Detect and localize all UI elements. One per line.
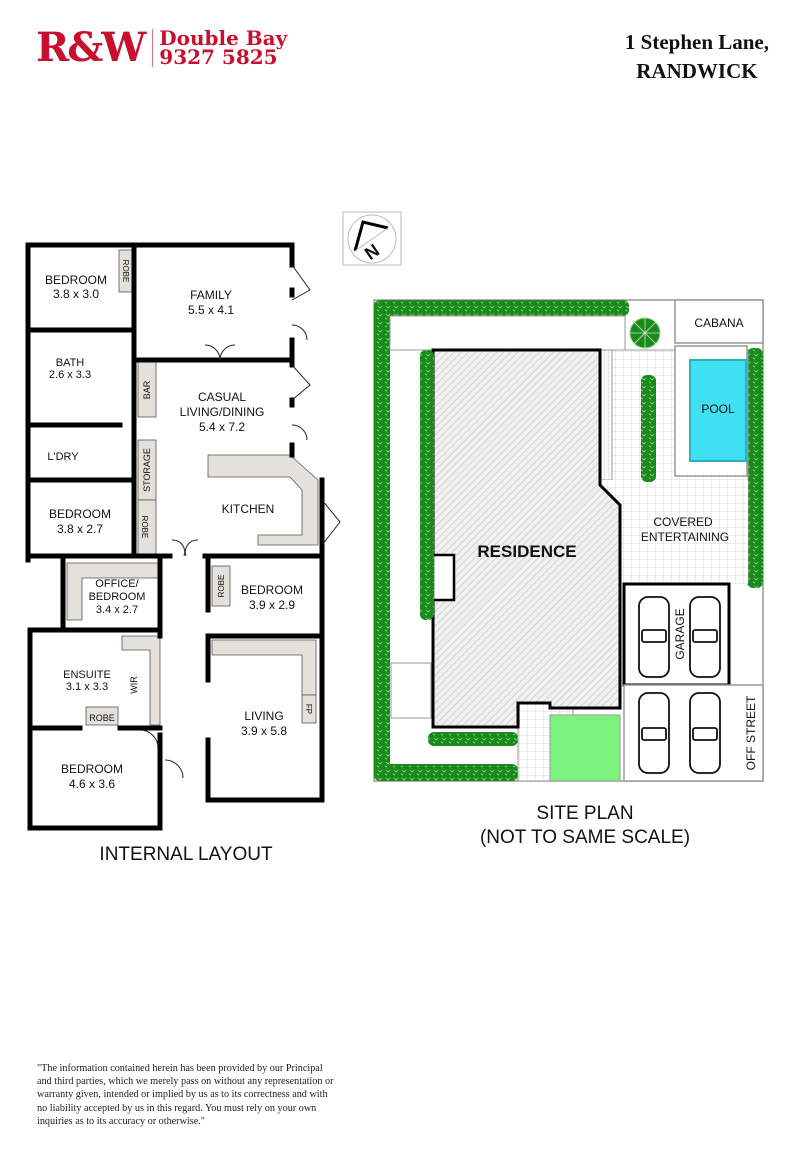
site-plan: CABANA POOL RESIDENCE COVERED ENTERTAINI… bbox=[373, 299, 764, 782]
room-label-office: OFFICE/ bbox=[95, 578, 139, 590]
north-arrow-icon: N bbox=[342, 211, 402, 266]
robe-3 bbox=[211, 565, 231, 607]
room-label-living: LIVING bbox=[244, 709, 283, 723]
room-size-bedroom-3: 3.9 x 2.9 bbox=[249, 598, 295, 612]
label-robe-3: ROBE bbox=[217, 575, 226, 598]
site-plan-scale-note: (NOT TO SAME SCALE) bbox=[479, 827, 691, 848]
wir bbox=[121, 635, 161, 726]
room-size-living: 3.9 x 5.8 bbox=[241, 724, 287, 738]
internal-layout-plan: BEDROOM 3.8 x 3.0 FAMILY 5.5 x 4.1 BATH … bbox=[25, 242, 341, 831]
site-plan-title: SITE PLAN bbox=[536, 803, 634, 824]
kitchen-bench bbox=[207, 454, 319, 546]
address-line2: RANDWICK bbox=[636, 59, 758, 83]
room-size-bedroom-1: 3.8 x 3.0 bbox=[53, 287, 99, 301]
room-size-casual: 5.4 x 7.2 bbox=[199, 420, 245, 434]
logo-divider bbox=[152, 29, 154, 67]
label-fp: FP bbox=[304, 704, 313, 714]
disclaimer: "The information contained herein has be… bbox=[37, 1063, 334, 1127]
label-entertaining: ENTERTAINING bbox=[641, 530, 729, 544]
room-label-office-bedroom: BEDROOM bbox=[89, 591, 146, 603]
logo-mark: R&W bbox=[36, 24, 146, 71]
room-label-bedroom-1: BEDROOM bbox=[45, 273, 107, 287]
property-address: 1 Stephen Lane, RANDWICK bbox=[625, 28, 769, 86]
label-residence: RESIDENCE bbox=[477, 542, 576, 561]
room-label-bedroom-2: BEDROOM bbox=[49, 507, 111, 521]
fireplace bbox=[301, 694, 317, 724]
logo-phone: 9327 5825 bbox=[159, 45, 278, 69]
label-garage: GARAGE bbox=[673, 608, 687, 659]
car-icons bbox=[638, 596, 721, 774]
room-size-bedroom-2: 3.8 x 2.7 bbox=[57, 522, 103, 536]
logo-office-block: Double Bay 9327 5825 bbox=[159, 26, 288, 69]
label-cabana: CABANA bbox=[694, 316, 743, 330]
logo-office: Double Bay bbox=[159, 26, 288, 50]
label-wir: WIR bbox=[129, 676, 139, 694]
living-bench bbox=[211, 639, 317, 696]
room-size-family: 5.5 x 4.1 bbox=[188, 303, 234, 317]
lawn bbox=[549, 714, 621, 782]
label-robe-2: ROBE bbox=[140, 516, 149, 539]
room-label-bath: BATH bbox=[56, 357, 85, 369]
address-line1: 1 Stephen Lane, bbox=[624, 30, 769, 54]
room-label-kitchen: KITCHEN bbox=[222, 502, 275, 516]
agency-logo: R&W Double Bay 9327 5825 bbox=[36, 28, 287, 68]
label-off-street: OFF STREET bbox=[744, 695, 758, 770]
room-label-casual: CASUAL bbox=[198, 390, 246, 404]
residence-footprint bbox=[431, 348, 622, 729]
label-pool: POOL bbox=[701, 402, 735, 416]
internal-layout-caption: INTERNAL LAYOUT bbox=[99, 844, 273, 865]
room-label-family: FAMILY bbox=[190, 288, 232, 302]
room-label-bedroom-4: BEDROOM bbox=[61, 762, 123, 776]
room-size-office: 3.4 x 2.7 bbox=[96, 604, 138, 616]
room-label-laundry: L'DRY bbox=[47, 451, 79, 463]
label-bar: BAR bbox=[142, 380, 152, 399]
room-label-bedroom-3: BEDROOM bbox=[241, 583, 303, 597]
room-size-bedroom-4: 4.6 x 3.6 bbox=[69, 777, 115, 791]
site-plan-caption: SITE PLAN (NOT TO SAME SCALE) bbox=[455, 802, 715, 850]
label-robe-4: ROBE bbox=[89, 713, 115, 723]
label-robe-1: ROBE bbox=[121, 260, 130, 283]
room-size-bath: 2.6 x 3.3 bbox=[49, 369, 91, 381]
room-label-living-dining: LIVING/DINING bbox=[180, 405, 265, 419]
label-covered: COVERED bbox=[653, 515, 713, 529]
room-label-ensuite: ENSUITE bbox=[63, 669, 111, 681]
pool bbox=[689, 359, 747, 462]
label-storage: STORAGE bbox=[142, 448, 152, 492]
room-size-ensuite: 3.1 x 3.3 bbox=[66, 681, 108, 693]
robe-4 bbox=[85, 706, 119, 726]
